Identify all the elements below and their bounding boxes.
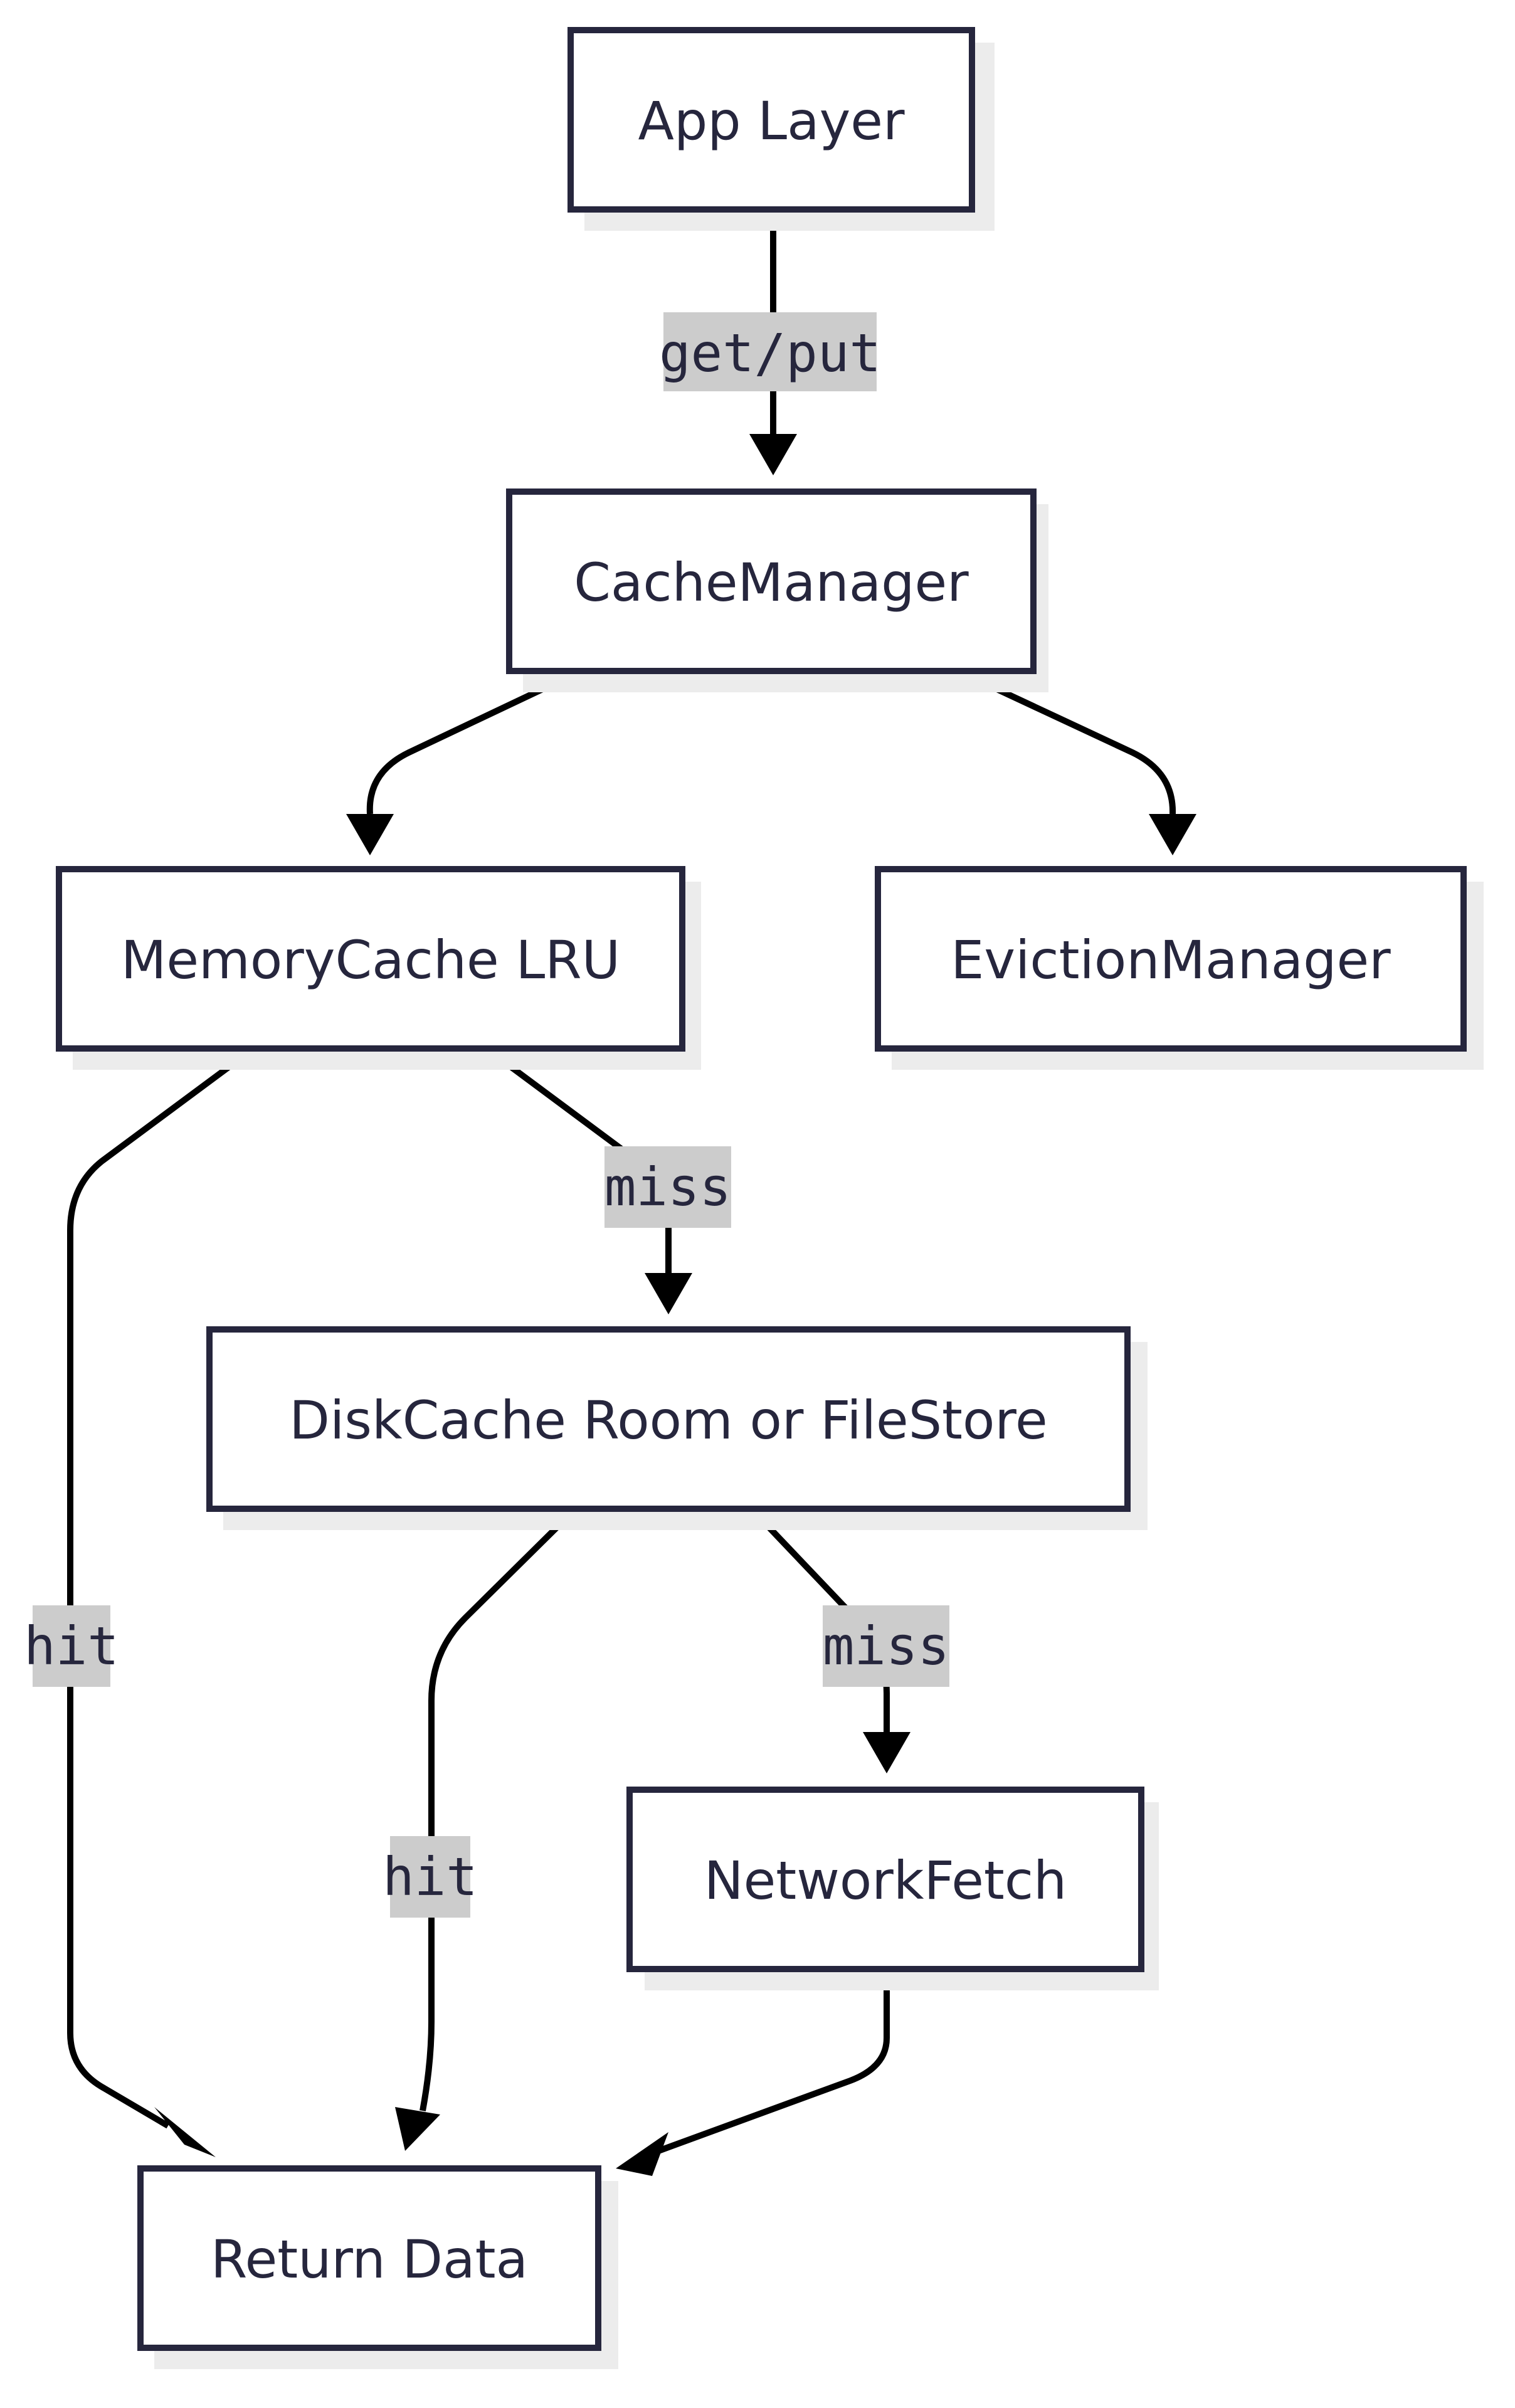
svg-text:get/put: get/put	[659, 322, 881, 384]
svg-text:hit: hit	[24, 1615, 119, 1677]
edge-label-get-put: get/put	[659, 312, 881, 391]
svg-text:App Layer: App Layer	[638, 90, 904, 152]
node-cache-manager: CacheManager	[506, 488, 1048, 692]
svg-text:miss: miss	[823, 1615, 949, 1677]
svg-text:MemoryCache LRU: MemoryCache LRU	[121, 929, 620, 991]
edge-label-disk-miss: miss	[823, 1605, 949, 1687]
svg-text:DiskCache Room or FileStore: DiskCache Room or FileStore	[289, 1390, 1047, 1451]
edge-memory-to-return	[67, 1047, 254, 2157]
node-network-fetch: NetworkFetch	[626, 1787, 1159, 1990]
edge-label-memory-hit: hit	[24, 1605, 119, 1687]
edge-label-memory-miss: miss	[604, 1146, 731, 1228]
svg-text:miss: miss	[604, 1156, 731, 1218]
edge-network-to-return	[616, 1969, 890, 2176]
node-memory-cache: MemoryCache LRU	[56, 866, 701, 1070]
node-disk-cache: DiskCache Room or FileStore	[206, 1326, 1148, 1530]
svg-text:Return Data: Return Data	[211, 2229, 528, 2290]
edge-cache-to-memory	[346, 669, 580, 855]
svg-text:CacheManager: CacheManager	[574, 552, 969, 613]
svg-text:hit: hit	[383, 1846, 478, 1908]
node-eviction-manager: EvictionManager	[875, 866, 1484, 1070]
svg-text:EvictionManager: EvictionManager	[951, 929, 1391, 991]
edge-label-disk-hit: hit	[383, 1836, 478, 1918]
edge-disk-to-return	[395, 1508, 577, 2151]
node-app-layer: App Layer	[567, 27, 995, 231]
svg-text:NetworkFetch: NetworkFetch	[704, 1850, 1067, 1911]
node-return-data: Return Data	[137, 2165, 618, 2369]
edge-cache-to-eviction	[959, 669, 1196, 855]
